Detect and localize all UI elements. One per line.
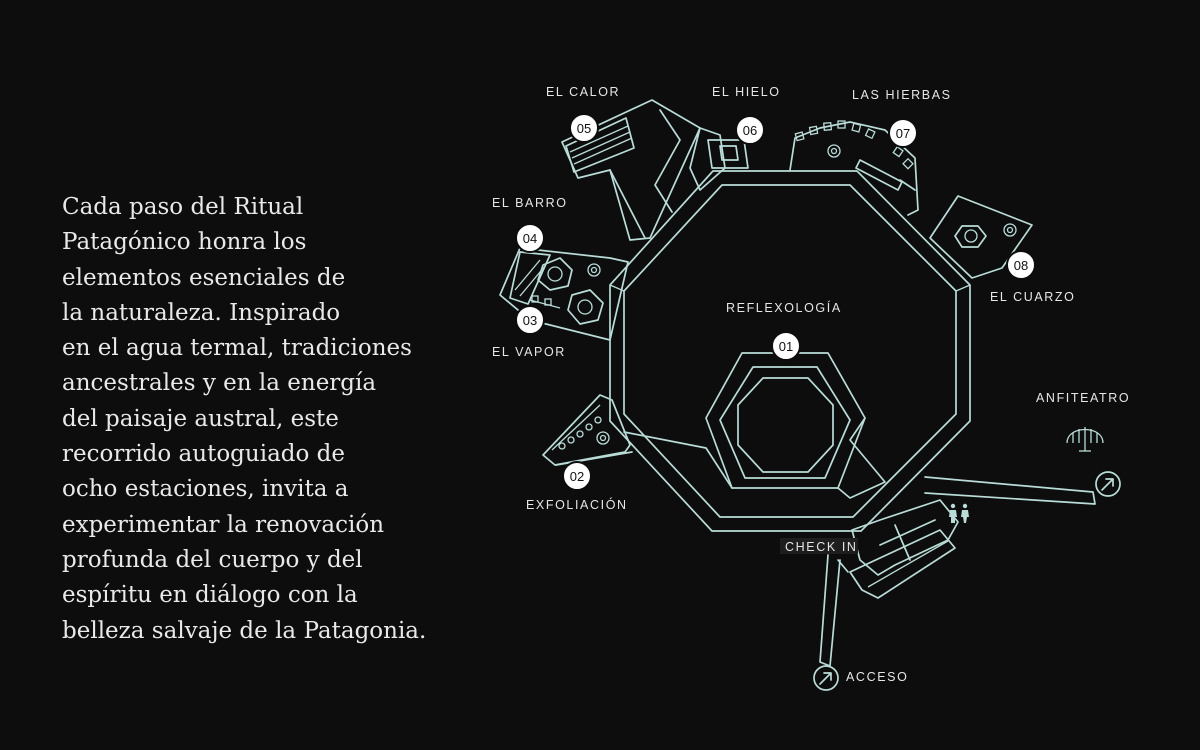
station-cuarzo-room bbox=[929, 195, 1033, 279]
check-in-label-bg bbox=[780, 538, 858, 554]
intro-line: la naturaleza. Inspirado bbox=[62, 299, 341, 326]
intro-line: en el agua termal, tradiciones bbox=[62, 335, 412, 362]
station-label-vapor: EL VAPOR bbox=[492, 345, 566, 359]
arrow-up-right-icon[interactable] bbox=[813, 665, 839, 691]
station-label-reflexologia: REFLEXOLOGÍA bbox=[726, 300, 842, 315]
intro-line: del paisaje austral, este bbox=[62, 405, 339, 432]
tree-icon bbox=[1066, 427, 1104, 452]
station-marker-07[interactable]: 07 bbox=[888, 118, 918, 148]
station-number: 04 bbox=[523, 231, 537, 246]
intro-line: belleza salvaje de la Patagonia. bbox=[62, 617, 427, 644]
station-barro-vapor-rooms bbox=[499, 247, 629, 341]
station-hierbas-room bbox=[789, 120, 919, 216]
station-label-calor: EL CALOR bbox=[546, 85, 620, 99]
station-marker-03[interactable]: 03 bbox=[515, 305, 545, 335]
station-marker-08[interactable]: 08 bbox=[1006, 250, 1036, 280]
intro-line: profunda del cuerpo y del bbox=[62, 546, 363, 573]
main-building bbox=[609, 170, 971, 532]
station-number: 01 bbox=[779, 339, 793, 354]
station-number: 03 bbox=[523, 313, 537, 328]
station-number: 07 bbox=[896, 126, 910, 141]
station-marker-04[interactable]: 04 bbox=[515, 223, 545, 253]
check-in-building bbox=[849, 499, 959, 599]
reflexology-pool bbox=[623, 352, 886, 499]
station-number: 08 bbox=[1014, 258, 1028, 273]
intro-line: experimentar la renovación bbox=[62, 511, 385, 538]
station-label-barro: EL BARRO bbox=[492, 196, 568, 210]
station-number: 06 bbox=[743, 123, 757, 138]
station-calor-hielo-rooms bbox=[561, 99, 749, 241]
station-label-hielo: EL HIELO bbox=[712, 85, 781, 99]
intro-paragraph: Cada paso del Ritual Patagónico honra lo… bbox=[62, 190, 462, 649]
station-label-hierbas: LAS HIERBAS bbox=[852, 88, 952, 102]
station-marker-06[interactable]: 06 bbox=[735, 115, 765, 145]
station-label-exfoliacion: EXFOLIACIÓN bbox=[526, 497, 628, 512]
station-marker-01[interactable]: 01 bbox=[771, 331, 801, 361]
station-marker-05[interactable]: 05 bbox=[569, 113, 599, 143]
intro-line: ancestrales y en la energía bbox=[62, 370, 377, 397]
intro-line: Patagónico honra los bbox=[62, 229, 307, 256]
acceso-label: ACCESO bbox=[846, 670, 908, 684]
station-number: 05 bbox=[577, 121, 591, 136]
arrow-up-right-icon[interactable] bbox=[1095, 471, 1121, 497]
intro-line: elementos esenciales de bbox=[62, 264, 346, 291]
restroom-icon bbox=[949, 503, 969, 523]
station-label-cuarzo: EL CUARZO bbox=[990, 290, 1075, 304]
anfiteatro-label: ANFITEATRO bbox=[1036, 391, 1130, 405]
intro-line: ocho estaciones, invita a bbox=[62, 476, 349, 503]
intro-line: recorrido autoguiado de bbox=[62, 441, 345, 468]
station-exfoliacion-room bbox=[542, 394, 633, 466]
intro-line: espíritu en diálogo con la bbox=[62, 582, 358, 609]
check-in-label: CHECK IN bbox=[785, 540, 858, 554]
station-number: 02 bbox=[570, 469, 584, 484]
intro-line: Cada paso del Ritual bbox=[62, 194, 304, 220]
station-marker-02[interactable]: 02 bbox=[562, 461, 592, 491]
